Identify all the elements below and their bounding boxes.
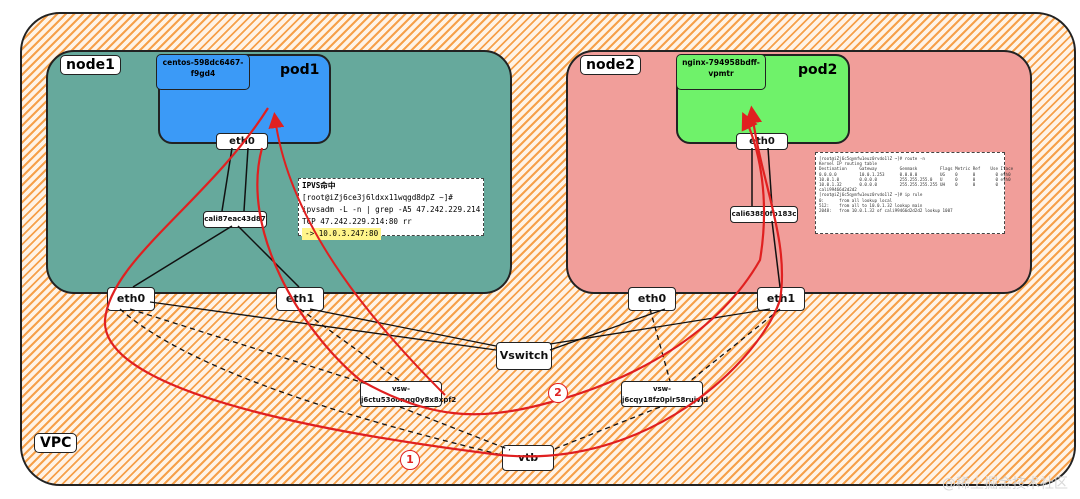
path-marker-2: 2 bbox=[548, 383, 568, 403]
route-terminal-output: [root@iZj6c5qymfw1euz0rvdo1lZ ~]# route … bbox=[815, 152, 1013, 234]
watermark: @稀土掘金技术社区 bbox=[942, 476, 1068, 492]
pod2-label: pod2 bbox=[798, 62, 838, 78]
host-link-line bbox=[237, 225, 300, 288]
dashed-link-line bbox=[119, 308, 503, 456]
veth-line bbox=[243, 147, 249, 212]
pod1-id-text: centos-598dc6467-f9gd4 bbox=[162, 58, 244, 78]
route-line: 0: from all lookup local bbox=[819, 197, 893, 203]
vsw-node1-box[interactable]: vsw- j6ctu53oonqg0y8x8xpf2 bbox=[360, 381, 457, 407]
dashed-link-line bbox=[129, 308, 371, 386]
route-line: 2048: from 10.0.1.32 of cali99466d2d2d2 … bbox=[819, 208, 953, 214]
route-line: [root@iZj6c5qymfw1euz0rvdo1lZ ~]# ip rul… bbox=[819, 192, 923, 198]
node1-eth1[interactable]: eth1 bbox=[276, 287, 324, 311]
route-line: cali99466d2d2d2 bbox=[819, 187, 857, 193]
dashed-link-line bbox=[399, 406, 511, 451]
vsw-node2-line1: vsw- bbox=[652, 385, 672, 393]
pod1-label: pod1 bbox=[280, 62, 320, 78]
dashed-link-line bbox=[299, 308, 401, 382]
ipvs-line: [root@iZj6ce3j6ldxx11wqgd8dpZ ~]# bbox=[302, 193, 453, 202]
ipvs-highlight: -> 10.0.3.247:80 bbox=[302, 228, 382, 240]
node2-label: node2 bbox=[580, 55, 641, 75]
pod2-id-text: nginx-794958bdff-vpmtr bbox=[682, 58, 760, 78]
vsw-node1-line2: j6ctu53oonqg0y8x8xpf2 bbox=[361, 396, 457, 404]
node2-eth0[interactable]: eth0 bbox=[628, 287, 676, 311]
vswitch-link-line bbox=[549, 308, 771, 345]
host-link-line bbox=[132, 225, 233, 288]
route-line: Kernel IP routing table bbox=[819, 161, 877, 167]
pod2-id: nginx-794958bdff-vpmtr bbox=[676, 54, 766, 90]
vswitch-box[interactable]: Vswitch bbox=[496, 342, 552, 370]
ipvs-title: IPVS命中 bbox=[302, 181, 336, 190]
veth-line bbox=[767, 147, 773, 207]
host-link-line bbox=[771, 220, 781, 288]
vtb-box[interactable]: vtb bbox=[502, 445, 554, 471]
route-line: [root@iZj6c5qymfw1euz0rvdo1lZ ~]# route … bbox=[819, 156, 925, 161]
vsw-node1-line1: vsw- bbox=[391, 385, 411, 393]
ipvs-terminal-output: IPVS命中 [root@iZj6ce3j6ldxx11wqgd8dpZ ~]#… bbox=[298, 178, 484, 240]
pod1-id: centos-598dc6467-f9gd4 bbox=[156, 54, 250, 90]
node1-cali-interface[interactable]: cali87eac43d87 bbox=[203, 211, 267, 228]
vsw-node2-line2: j6cqy18fz0plr58rujvld bbox=[622, 396, 709, 404]
route-line: 10.0.1.32 0.0.0.0 255.255.255.255 UH 0 0… bbox=[819, 182, 998, 188]
traffic-path-2 bbox=[256, 112, 766, 416]
vswitch-link-line bbox=[309, 308, 497, 347]
dashed-link-line bbox=[649, 308, 671, 382]
vpc-label: VPC bbox=[34, 433, 78, 453]
pod1-eth0[interactable]: eth0 bbox=[216, 133, 268, 150]
traffic-path-return bbox=[268, 112, 446, 396]
vswitch-link-line bbox=[549, 308, 666, 351]
pod2-eth0[interactable]: eth0 bbox=[736, 133, 788, 150]
ipvs-line: TCP 47.242.229.214:80 rr bbox=[302, 217, 412, 226]
dashed-link-line bbox=[689, 308, 781, 382]
route-line: 512: from all to 10.0.1.32 lookup main bbox=[819, 202, 923, 208]
traffic-path-1 bbox=[103, 105, 784, 458]
vsw-node2-box[interactable]: vsw- j6cqy18fz0plr58rujvld bbox=[621, 381, 709, 407]
ipvs-line: ipvsadm -L -n | grep -A5 47.242.229.214 bbox=[302, 205, 481, 214]
dashed-link-line bbox=[551, 406, 661, 451]
node1-label: node1 bbox=[60, 55, 121, 75]
path-marker-1: 1 bbox=[400, 450, 420, 470]
